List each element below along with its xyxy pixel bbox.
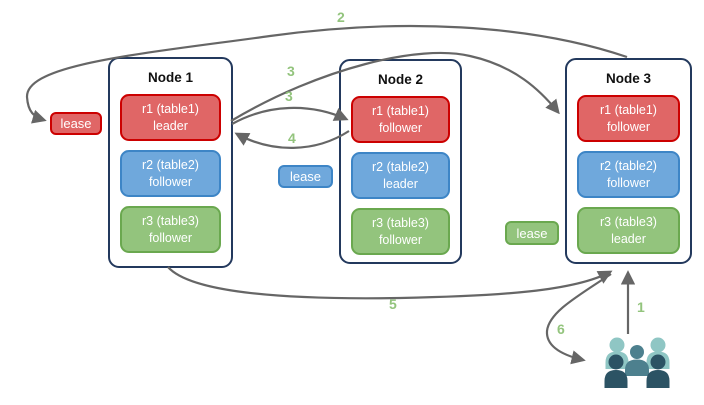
node-3: Node 3 r1 (table1) follower r2 (table2) … bbox=[565, 58, 692, 264]
node-1-replica-r2: r2 (table2) follower bbox=[120, 150, 221, 197]
lease-badge-table3: lease bbox=[505, 221, 559, 245]
node-1-title: Node 1 bbox=[147, 70, 193, 85]
lease-label: lease bbox=[60, 116, 92, 131]
step-label-6: 6 bbox=[557, 321, 565, 337]
replica-role: follower bbox=[378, 232, 423, 247]
step-label-4: 4 bbox=[288, 130, 296, 146]
replica-role: follower bbox=[148, 174, 193, 189]
node-2-replica-r3: r3 (table3) follower bbox=[351, 208, 450, 255]
node-3-replica-r1: r1 (table1) follower bbox=[577, 95, 680, 142]
node-2-title: Node 2 bbox=[377, 72, 423, 87]
replica-role: leader bbox=[153, 118, 188, 133]
replica-role: leader bbox=[383, 176, 418, 191]
replica-label: r2 (table2) bbox=[600, 159, 657, 174]
node-2-replica-r2: r2 (table2) leader bbox=[351, 152, 450, 199]
lease-badge-table1: lease bbox=[50, 112, 102, 135]
users-icon bbox=[604, 337, 670, 388]
replica-role: leader bbox=[611, 231, 646, 246]
step-label-3b: 3 bbox=[285, 88, 293, 104]
node-2-replica-r1: r1 (table1) follower bbox=[351, 96, 450, 143]
replica-label: r2 (table2) bbox=[142, 158, 199, 173]
replica-role: follower bbox=[606, 119, 651, 134]
step-label-2: 2 bbox=[337, 9, 345, 25]
replica-label: r1 (table1) bbox=[600, 103, 657, 118]
replica-label: r3 (table3) bbox=[372, 216, 429, 231]
step-label-1: 1 bbox=[637, 299, 645, 315]
replica-role: follower bbox=[606, 175, 651, 190]
replica-label: r3 (table3) bbox=[142, 214, 199, 229]
node-3-replica-r2: r2 (table2) follower bbox=[577, 151, 680, 198]
node-3-replica-r3: r3 (table3) leader bbox=[577, 207, 680, 254]
step-label-3a: 3 bbox=[287, 63, 295, 79]
node-1: Node 1 r1 (table1) leader r2 (table2) fo… bbox=[108, 57, 233, 268]
replica-label: r1 (table1) bbox=[372, 104, 429, 119]
lease-label: lease bbox=[289, 169, 322, 184]
node-2: Node 2 r1 (table1) follower r2 (table2) … bbox=[339, 59, 462, 264]
lease-badge-table2: lease bbox=[278, 165, 333, 188]
node-1-replica-r1: r1 (table1) leader bbox=[120, 94, 221, 141]
node-1-replica-r3: r3 (table3) follower bbox=[120, 206, 221, 253]
replica-role: follower bbox=[378, 120, 423, 135]
lease-label: lease bbox=[516, 225, 548, 241]
arrow-step-6-node3-to-users bbox=[545, 273, 612, 365]
replica-label: r1 (table1) bbox=[142, 102, 199, 117]
arrow-step-5-node1-to-node3 bbox=[167, 266, 613, 300]
node-3-title: Node 3 bbox=[605, 71, 651, 86]
replica-role: follower bbox=[148, 230, 193, 245]
step-label-5: 5 bbox=[389, 296, 397, 312]
replica-label: r2 (table2) bbox=[372, 160, 429, 175]
arrow-step-3-leader-to-node2 bbox=[231, 106, 349, 125]
replica-label: r3 (table3) bbox=[600, 215, 657, 230]
